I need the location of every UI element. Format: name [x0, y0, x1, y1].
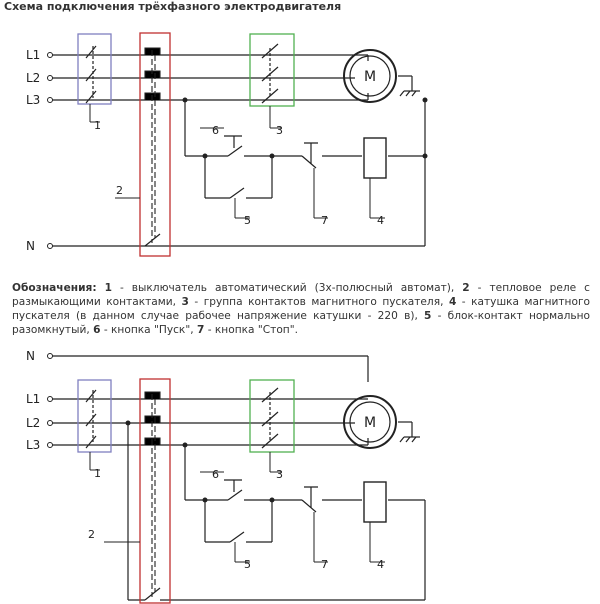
legend-num-1: 1 — [104, 282, 112, 294]
label-1: 1 — [94, 467, 101, 480]
label-3: 3 — [276, 468, 283, 481]
label-7: 7 — [321, 214, 328, 227]
label-n: N — [26, 239, 35, 253]
wiring-diagram-2: M N L1 L2 L3 1 2 3 4 5 6 7 — [26, 349, 426, 604]
label-l3: L3 — [26, 438, 40, 452]
legend-text-5: - блок-контакт нормально разомкнутый, — [12, 310, 590, 336]
motor-label-1: M — [364, 69, 376, 85]
label-6: 6 — [212, 468, 219, 481]
legend-num-7: 7 — [196, 324, 205, 336]
label-7: 7 — [321, 558, 328, 571]
label-4: 4 — [377, 558, 384, 571]
label-l1: L1 — [26, 392, 40, 406]
legend-text-6: - кнопка "Пуск", — [100, 324, 197, 336]
page-title: Схема подключения трёхфазного электродви… — [4, 0, 342, 13]
legend-num-2: 2 — [462, 282, 470, 294]
motor-label-2: M — [364, 415, 376, 431]
legend-text-3: - группа контактов магнитного пускателя, — [188, 296, 449, 308]
label-3: 3 — [276, 124, 283, 137]
label-1: 1 — [94, 119, 101, 132]
legend-text-1: - выключатель автоматический (3х-полюсны… — [111, 282, 463, 294]
label-6: 6 — [212, 124, 219, 137]
label-2: 2 — [116, 184, 123, 197]
wiring-diagram-1: M L1 L2 L3 N 1 2 3 4 5 6 7 — [26, 32, 428, 257]
label-l1: L1 — [26, 48, 40, 62]
label-l2: L2 — [26, 71, 40, 85]
legend-text-2: - тепловое реле с размыкающими контактам… — [12, 282, 590, 308]
label-5: 5 — [244, 558, 251, 571]
label-l2: L2 — [26, 416, 40, 430]
legend-num-3: 3 — [181, 296, 189, 308]
legend-text-7: - кнопка "Стоп". — [204, 324, 298, 336]
label-n: N — [26, 349, 35, 363]
legend-text-4: - катушка магнитного пускателя (в данном… — [12, 296, 591, 322]
legend-num-5: 5 — [424, 310, 432, 322]
label-l3: L3 — [26, 93, 40, 107]
legend-heading: Обозначения — [12, 282, 93, 294]
label-2: 2 — [88, 528, 95, 541]
label-5: 5 — [244, 214, 251, 227]
legend-num-4: 4 — [448, 296, 457, 308]
label-4: 4 — [377, 214, 384, 227]
legend-text: Обозначения: 1 - выключатель автоматичес… — [12, 282, 591, 336]
legend-num-6: 6 — [93, 324, 101, 336]
